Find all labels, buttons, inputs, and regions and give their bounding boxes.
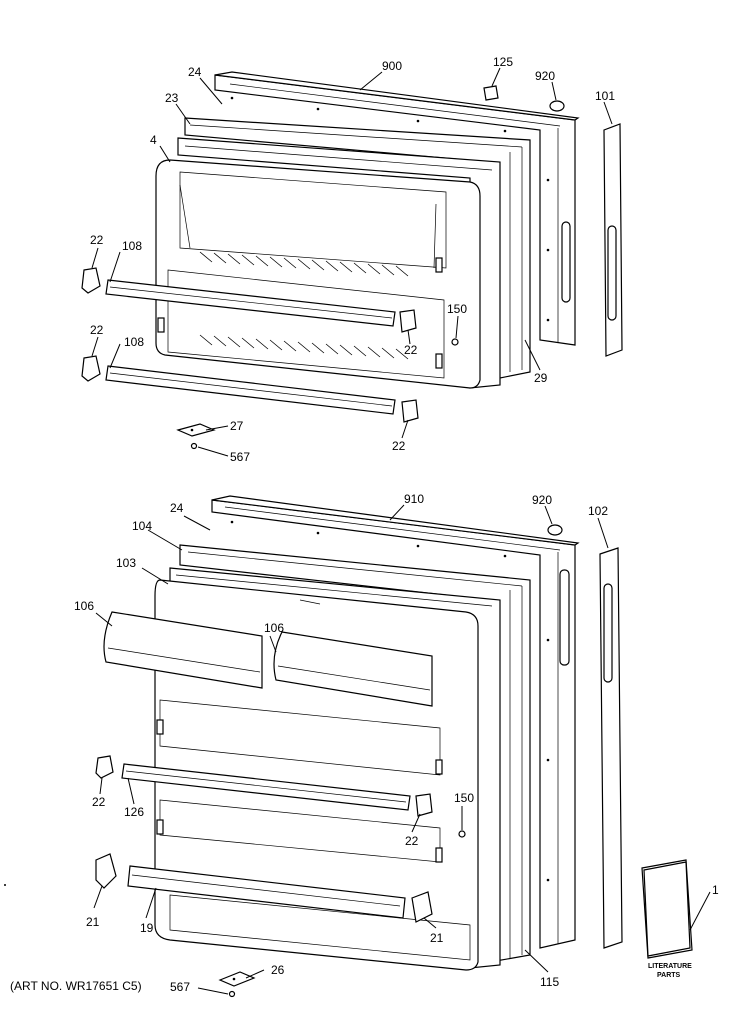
label-108-a: 108 xyxy=(122,239,142,253)
shelf-end-cap-22-middle-right xyxy=(415,793,433,817)
literature-caption-line-2: PARTS xyxy=(657,972,681,979)
label-910: 910 xyxy=(404,492,424,506)
label-21-b: 21 xyxy=(430,931,444,945)
label-125: 125 xyxy=(493,55,513,69)
label-21-a: 21 xyxy=(86,915,100,929)
outer-door-panel-900 xyxy=(214,71,580,346)
dairy-bin-cover-106-right xyxy=(273,631,433,707)
literature-parts-booklet-1 xyxy=(641,859,693,959)
literature-caption-line-1: LITERATURE xyxy=(648,963,692,970)
label-126: 126 xyxy=(124,805,144,819)
label-108-b: 108 xyxy=(124,335,144,349)
leader-lines xyxy=(91,67,711,995)
shelf-end-cap-21-left xyxy=(95,853,117,889)
dairy-bin-cover-106-left xyxy=(103,611,263,689)
label-101: 101 xyxy=(595,89,615,103)
label-22-d: 22 xyxy=(392,439,406,453)
handle-trim-102 xyxy=(599,547,623,949)
callout-labels: 24 900 125 920 101 23 4 22 108 22 108 15… xyxy=(10,55,719,994)
label-22-c: 22 xyxy=(404,343,418,357)
shelf-bar-126 xyxy=(121,763,411,811)
inner-door-liner-4 xyxy=(155,159,481,389)
shelf-end-cap-22-middle-left xyxy=(95,755,114,779)
screw-150-bottom xyxy=(458,830,466,838)
label-567-top: 567 xyxy=(230,450,250,464)
label-22-b: 22 xyxy=(90,323,104,337)
label-920-top: 920 xyxy=(535,69,555,83)
shelf-bar-108-upper xyxy=(105,279,396,327)
label-24-bottom: 24 xyxy=(170,501,184,515)
label-22-f: 22 xyxy=(405,834,419,848)
label-24-top: 24 xyxy=(188,65,202,79)
label-27: 27 xyxy=(230,419,244,433)
screw-567-bottom xyxy=(228,990,236,998)
hinge-plate-27 xyxy=(176,423,216,437)
freezer-door-assembly xyxy=(81,71,623,450)
shelf-end-cap-22-upper-right xyxy=(399,309,417,333)
label-102: 102 xyxy=(588,504,608,518)
plug-920-top xyxy=(549,100,565,112)
label-103: 103 xyxy=(116,556,136,570)
label-106-a: 106 xyxy=(74,599,94,613)
label-115: 115 xyxy=(540,975,559,989)
fresh-food-door-assembly xyxy=(95,495,693,998)
label-26: 26 xyxy=(271,963,285,977)
label-23: 23 xyxy=(165,91,179,105)
shelf-end-cap-22-lower-right xyxy=(401,399,419,423)
hinge-plate-26 xyxy=(218,971,256,987)
cap-125 xyxy=(483,85,499,101)
plug-920-bottom xyxy=(547,524,563,536)
label-150-bottom: 150 xyxy=(454,791,474,805)
label-22-e: 22 xyxy=(92,795,106,809)
shelf-end-cap-21-right xyxy=(411,891,433,923)
shelf-bar-108-lower xyxy=(105,365,396,415)
label-19: 19 xyxy=(140,921,154,935)
label-22-a: 22 xyxy=(90,233,104,247)
shelf-end-cap-22-upper-left xyxy=(81,267,101,294)
label-106-b: 106 xyxy=(264,621,284,635)
label-900: 900 xyxy=(382,59,402,73)
label-29: 29 xyxy=(534,371,548,385)
art-number: (ART NO. WR17651 C5) xyxy=(10,979,142,993)
label-567-bottom: 567 xyxy=(170,980,190,994)
shelf-end-cap-22-lower-left xyxy=(81,355,101,382)
handle-trim-101 xyxy=(603,123,623,357)
outer-door-panel-910 xyxy=(211,495,580,949)
label-4: 4 xyxy=(150,133,157,147)
label-920-bottom: 920 xyxy=(532,493,552,507)
label-1: 1 xyxy=(712,883,719,897)
screw-567-top xyxy=(190,442,198,450)
stray-dot xyxy=(4,884,6,886)
shelf-bar-19 xyxy=(127,865,406,919)
screw-150-top xyxy=(451,338,459,346)
label-104: 104 xyxy=(132,519,152,533)
label-150-top: 150 xyxy=(447,302,467,316)
